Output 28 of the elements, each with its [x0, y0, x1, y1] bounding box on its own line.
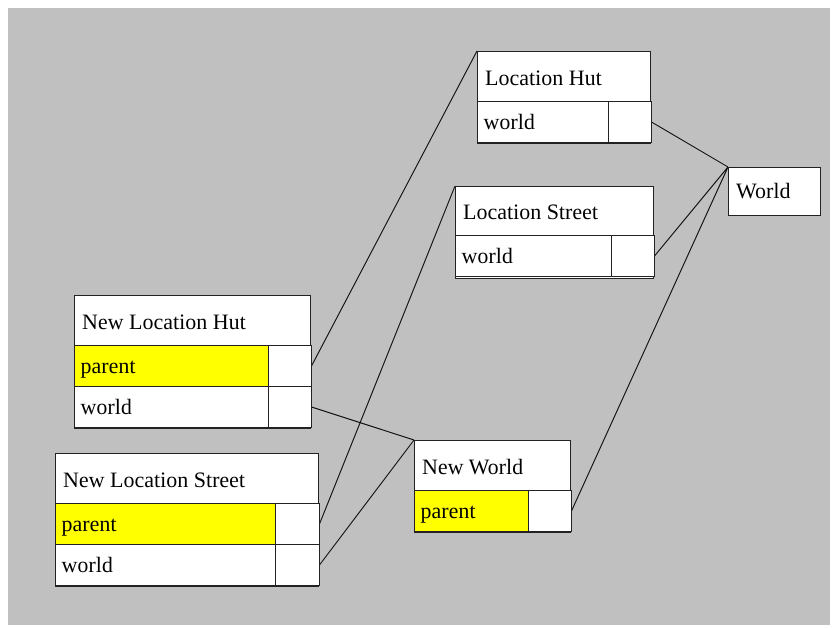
field-row [54, 503, 320, 545]
field-row [476, 101, 652, 143]
object-name: New Location Hut [82, 308, 246, 336]
object-box [55, 453, 319, 587]
object-name: New World [422, 453, 524, 481]
field-row [74, 386, 312, 428]
object-name: Location Hut [485, 64, 602, 92]
connector-line [319, 186, 456, 524]
connector-line [311, 50, 478, 366]
object-name: Location Street [463, 198, 598, 226]
field-name: parent [414, 491, 528, 531]
connector-line [319, 440, 414, 566]
connector-line [654, 166, 728, 256]
field-row [414, 490, 572, 532]
connector-line [311, 406, 414, 440]
object-name: New Location Street [63, 466, 246, 494]
field-row [54, 544, 320, 586]
field-row [74, 345, 312, 387]
object-box [455, 186, 654, 279]
object-box [74, 295, 311, 429]
object-box: World [728, 167, 821, 216]
field-name: parent [56, 504, 276, 544]
object-box [414, 440, 571, 533]
field-name: parent [74, 346, 268, 386]
connector-line [571, 166, 728, 512]
connector-line [651, 122, 728, 168]
field-row [454, 235, 654, 277]
object-box [477, 51, 651, 144]
